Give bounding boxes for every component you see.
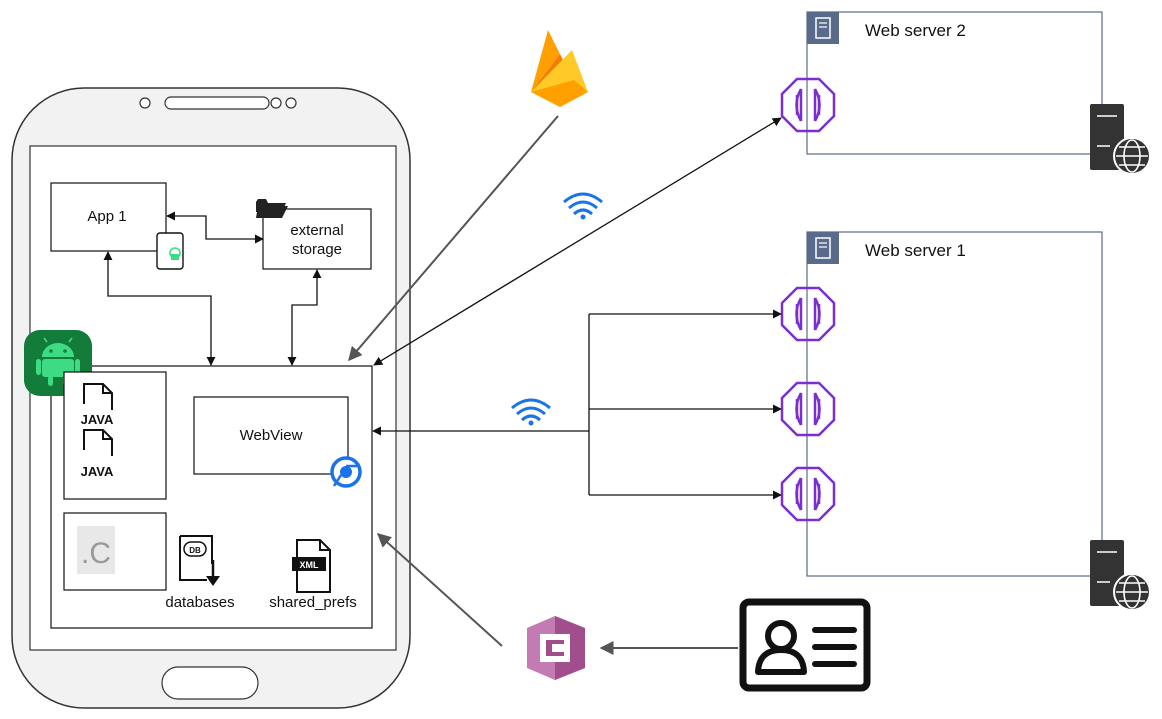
java-file-icon-2 bbox=[83, 429, 113, 456]
web-server-2-frame: Web server 2 bbox=[806, 11, 1103, 155]
phone-sensor-2 bbox=[285, 97, 297, 109]
app1-box[interactable]: App 1 bbox=[50, 182, 167, 252]
vpc-endpoint-icon-ws2 bbox=[780, 77, 836, 133]
webview-label: WebView bbox=[240, 427, 303, 444]
external-storage-label-1: external bbox=[290, 222, 343, 239]
vpc-endpoint-icon-ws1-a bbox=[780, 286, 836, 342]
webview-box[interactable]: WebView bbox=[193, 396, 349, 475]
databases-label: databases bbox=[165, 594, 234, 611]
phone-speaker bbox=[164, 96, 270, 110]
shared-prefs-label: shared_prefs bbox=[269, 594, 357, 611]
server-globe-icon bbox=[1090, 104, 1151, 175]
app-to-web-server-2-arrow bbox=[373, 117, 782, 366]
web-server-2-label: Web server 2 bbox=[865, 21, 966, 40]
c-file-label: .C bbox=[81, 537, 111, 570]
cognito-to-app-arrow bbox=[376, 533, 503, 647]
vpc-endpoint-icon-ws1-b bbox=[780, 381, 836, 437]
internal-connectors bbox=[103, 211, 322, 366]
db-badge: DB bbox=[189, 546, 201, 555]
wifi-icon bbox=[563, 192, 603, 220]
database-download-icon: DB bbox=[179, 535, 220, 586]
folder-icon bbox=[256, 199, 288, 218]
java-label-2: JAVA bbox=[81, 464, 114, 479]
chrome-icon bbox=[330, 456, 362, 488]
server-globe-icon-2 bbox=[1090, 540, 1151, 611]
cognito-icon bbox=[527, 616, 585, 680]
phone-sensor-1 bbox=[270, 97, 282, 109]
java-file-icon-1 bbox=[83, 383, 113, 410]
id-card-icon bbox=[739, 598, 871, 692]
java-label-1: JAVA bbox=[81, 412, 114, 427]
external-storage-box[interactable]: external storage bbox=[262, 208, 372, 270]
app1-label: App 1 bbox=[87, 208, 126, 225]
java-sources-box: JAVA JAVA bbox=[63, 371, 167, 500]
web-server-1-label: Web server 1 bbox=[865, 241, 966, 260]
xml-file-icon: XML bbox=[292, 539, 331, 593]
firebase-icon bbox=[531, 30, 588, 107]
web-server-1-frame: Web server 1 bbox=[806, 231, 1103, 577]
xml-badge: XML bbox=[300, 560, 320, 570]
wifi-icon-2 bbox=[511, 398, 551, 426]
external-storage-label-2: storage bbox=[292, 241, 342, 258]
phone-home-button bbox=[161, 666, 259, 700]
vpc-endpoint-icon-ws1-c bbox=[780, 466, 836, 522]
native-lib-box: .C bbox=[63, 512, 167, 591]
mobile-android-icon bbox=[156, 232, 184, 270]
phone-camera bbox=[139, 97, 151, 109]
web-server-1-connectors bbox=[372, 309, 782, 500]
